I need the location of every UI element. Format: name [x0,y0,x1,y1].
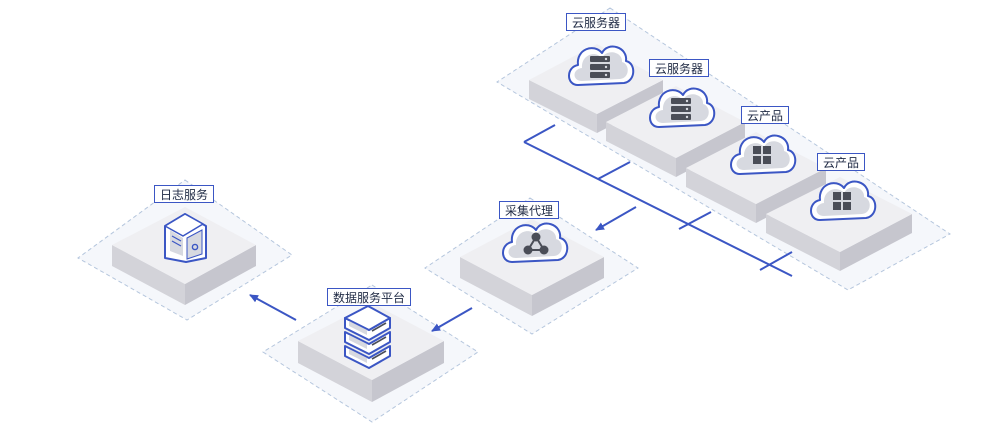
arrow-cluster-to-agent [595,206,637,231]
cloud-server-icon [568,45,635,86]
cloud-grid-icon [810,180,877,221]
cloud-grid-icon [730,134,797,175]
cloud-server-icon [649,87,716,128]
label-cloud-server-1: 云服务器 [566,13,627,31]
label-log-service: 日志服务 [154,185,215,203]
label-cloud-product-1: 云产品 [741,106,790,124]
label-cloud-server-2: 云服务器 [649,59,710,77]
platform-data-service [298,303,444,402]
label-data-service-platform: 数据服务平台 [327,288,412,306]
cloud-network-icon [502,222,569,263]
server-stack-icon [344,305,391,369]
server-tower-icon [164,213,207,263]
cluster-bus-lines [523,124,793,277]
arrow-platform-to-log [249,294,297,321]
label-cloud-product-2: 云产品 [817,153,866,171]
arrow-agent-to-platform [431,307,473,332]
label-collection-agent: 采集代理 [499,201,560,219]
